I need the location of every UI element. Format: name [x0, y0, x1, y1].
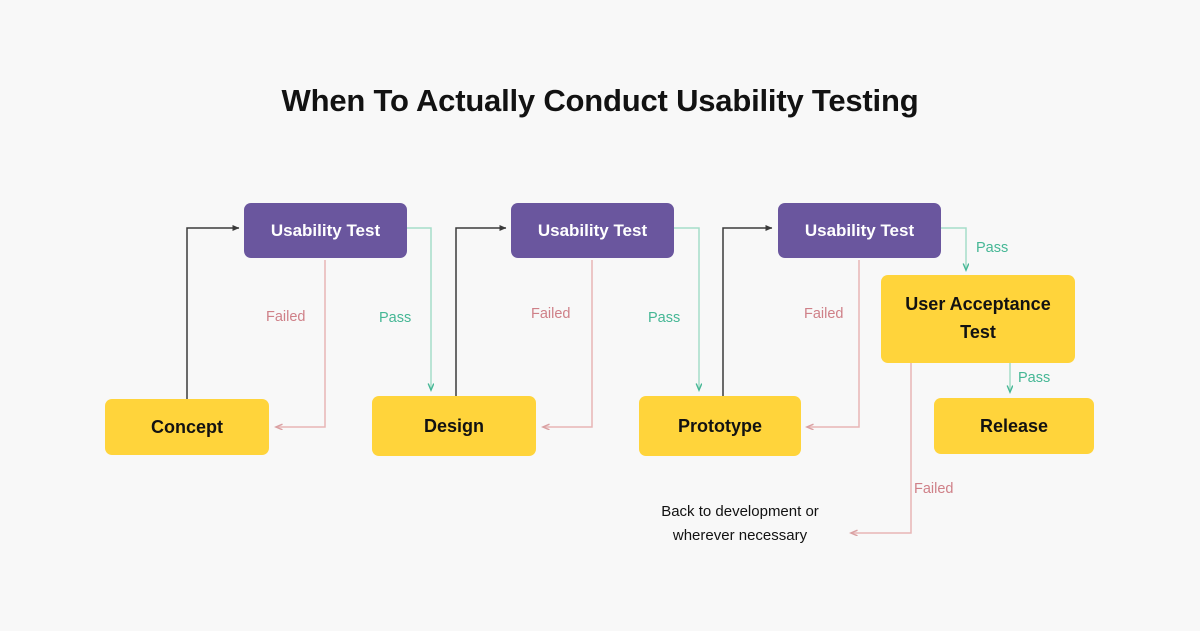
edge-test1-failed-to-concept: [276, 260, 326, 427]
note-line-2: wherever necessary: [672, 527, 808, 544]
edge-test2-failed-to-design: [543, 260, 593, 427]
edge-label-pass-3: Pass: [976, 240, 1009, 256]
node-user-acceptance-test-label-line1: User Acceptance: [905, 294, 1051, 315]
edge-label-failed-uat: Failed: [914, 481, 954, 497]
edge-label-pass-1: Pass: [379, 310, 412, 326]
node-prototype[interactable]: Prototype: [639, 396, 801, 456]
note-back-to-development: Back to development or wherever necessar…: [630, 500, 850, 548]
note-line-1: Back to development or: [661, 503, 819, 520]
node-prototype-label: Prototype: [677, 415, 762, 436]
edge-uat-failed-to-note: [851, 363, 912, 533]
node-concept-label: Concept: [151, 416, 223, 437]
node-concept[interactable]: Concept: [105, 399, 269, 455]
edge-test3-pass-to-uat: [941, 227, 966, 270]
edge-label-pass-2: Pass: [648, 310, 681, 326]
node-usability-test-2-label: Usability Test: [537, 220, 648, 240]
node-usability-test-1-label: Usability Test: [270, 220, 381, 240]
node-design[interactable]: Design: [372, 396, 536, 456]
edge-label-pass-uat: Pass: [1018, 370, 1051, 386]
page-title: When To Actually Conduct Usability Testi…: [281, 83, 919, 118]
edge-prototype-to-test3: [722, 225, 773, 396]
edge-label-failed-3: Failed: [804, 306, 844, 322]
node-release-label: Release: [979, 415, 1049, 436]
node-user-acceptance-test[interactable]: User Acceptance Test: [881, 275, 1075, 363]
edge-test1-pass-to-design: [407, 227, 431, 390]
node-usability-test-3-label: Usability Test: [804, 220, 915, 240]
edge-label-failed-2: Failed: [531, 306, 571, 322]
node-usability-test-2[interactable]: Usability Test: [511, 203, 674, 258]
node-user-acceptance-test-label-line2: Test: [960, 322, 996, 342]
edge-label-failed-1: Failed: [266, 309, 306, 325]
edge-concept-to-test1: [186, 225, 240, 403]
node-usability-test-3[interactable]: Usability Test: [778, 203, 941, 258]
edge-test2-pass-to-prototype: [674, 227, 699, 390]
edge-test3-failed-to-prototype: [807, 260, 860, 427]
edge-design-to-test2: [455, 225, 507, 396]
node-usability-test-1[interactable]: Usability Test: [244, 203, 407, 258]
node-design-label: Design: [423, 415, 484, 436]
node-release[interactable]: Release: [934, 398, 1094, 454]
